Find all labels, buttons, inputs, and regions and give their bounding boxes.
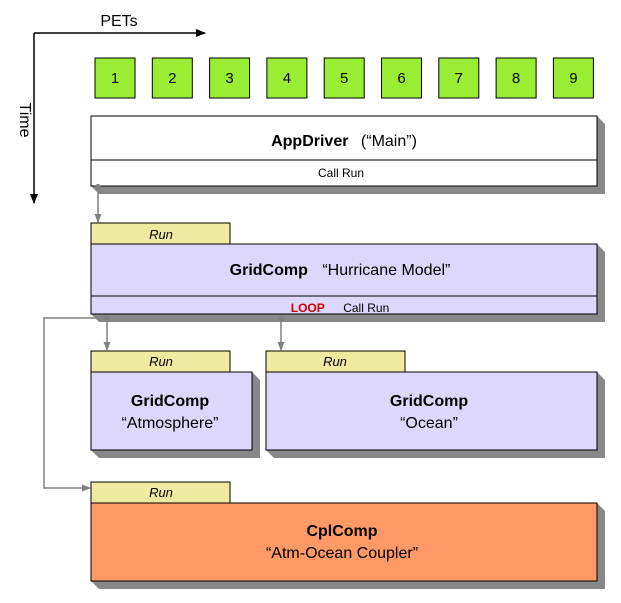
coupler-run-label: Run xyxy=(149,485,173,500)
pet-box-rect xyxy=(323,57,365,99)
pet-box-rect xyxy=(495,57,537,99)
pet-label: 1 xyxy=(111,70,119,87)
pet-label: 5 xyxy=(340,70,348,87)
pet-label: 8 xyxy=(512,70,520,87)
coupler-subtitle: “Atm-Ocean Coupler” xyxy=(266,545,418,562)
hurricane-gridcomp-box: Run GridComp “Hurricane Model” LOOP Call… xyxy=(90,222,605,322)
pet-box: 5 xyxy=(323,57,365,99)
app-driver-box: AppDriver (“Main”) Call Run xyxy=(90,115,605,194)
pet-box: 8 xyxy=(495,57,537,99)
pet-box: 2 xyxy=(151,57,193,99)
pet-label: 9 xyxy=(569,70,577,87)
pet-box: 6 xyxy=(381,57,422,99)
pet-box: 7 xyxy=(438,57,480,99)
svg-text:GridComp “Hurricane Mode: GridComp “Hurricane Model” xyxy=(230,262,451,279)
ocean-run-label: Run xyxy=(323,354,347,369)
pet-label: 3 xyxy=(225,70,233,87)
app-driver-call-run: Call Run xyxy=(318,166,364,180)
pet-box-rect xyxy=(381,57,422,99)
hurricane-title: GridComp xyxy=(230,262,308,279)
pet-box: 1 xyxy=(94,57,136,99)
pet-label: 7 xyxy=(455,70,463,87)
ocean-gridcomp-box: Run GridComp “Ocean” xyxy=(265,350,605,458)
atmosphere-run-label: Run xyxy=(149,354,173,369)
hurricane-loop-label: LOOP xyxy=(291,301,325,315)
pets-axis-label: PETs xyxy=(100,13,137,30)
pet-box-rect xyxy=(438,57,480,99)
time-axis-label: Time xyxy=(16,103,33,138)
atmosphere-subtitle: “Atmosphere” xyxy=(122,415,219,432)
app-driver-title: AppDriver xyxy=(271,133,348,150)
hurricane-subtitle: “Hurricane Model” xyxy=(322,262,450,279)
svg-text:LOOP Call Run: LOOP Call Run xyxy=(291,299,390,316)
pet-box-rect xyxy=(209,57,251,99)
pet-box-rect xyxy=(552,57,594,99)
coupler-cplcomp-box: Run CplComp “Atm-Ocean Coupler” xyxy=(90,481,605,589)
pet-label: 2 xyxy=(168,70,176,87)
pet-box-rect xyxy=(266,57,308,99)
pet-box: 4 xyxy=(266,57,308,99)
pet-box: 3 xyxy=(209,57,251,99)
axes: PETs Time xyxy=(16,13,206,204)
hurricane-run-label: Run xyxy=(149,227,173,242)
ocean-title: GridComp xyxy=(390,393,468,410)
pet-box-rect xyxy=(94,57,136,99)
pet-box: 9 xyxy=(552,57,594,99)
atmosphere-gridcomp-box: Run GridComp “Atmosphere” xyxy=(90,350,260,458)
svg-text:AppDriver (“Main”): AppDriver (“Main”) xyxy=(271,133,417,150)
app-driver-subtitle: (“Main”) xyxy=(361,133,417,150)
coupler-title: CplComp xyxy=(306,523,377,540)
atmosphere-title: GridComp xyxy=(131,393,209,410)
loop-to-coupler-arrow xyxy=(43,317,107,492)
pet-box-rect xyxy=(151,57,193,99)
pet-label: 6 xyxy=(397,70,405,87)
ocean-subtitle: “Ocean” xyxy=(400,415,458,432)
hurricane-call-run: Call Run xyxy=(343,301,389,315)
pet-row: 1 2 3 4 5 6 7 8 9 xyxy=(94,57,594,99)
pet-label: 4 xyxy=(283,70,291,87)
connectors xyxy=(43,184,285,492)
